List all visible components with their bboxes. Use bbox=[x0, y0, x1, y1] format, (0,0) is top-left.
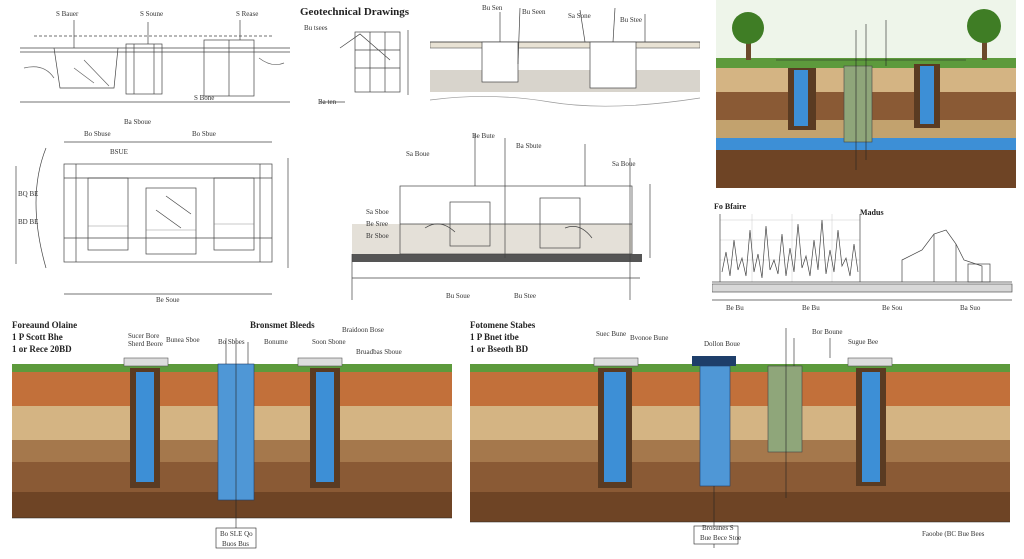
bottom-right-label: Bvonoe Bune bbox=[630, 334, 669, 342]
mid-center-section-lines bbox=[351, 134, 651, 300]
bottom-right-label: Sugue Bee bbox=[848, 338, 879, 346]
mid-center-label: Be Bute bbox=[472, 132, 495, 140]
bottom-left-label: Soon Sbone bbox=[312, 338, 346, 346]
bottom-left-label: Sherd Beore bbox=[128, 340, 163, 348]
bottom-left-footer-label: Buos Bus bbox=[222, 540, 250, 548]
bottom-left-title-line: 1 or Rece 20BD bbox=[12, 344, 72, 354]
mid-left-label: BD BE bbox=[18, 218, 39, 226]
mid-left-label: Be Soue bbox=[156, 296, 180, 304]
mid-center-label: Bu Soue bbox=[446, 292, 470, 300]
mid-center-label: Bu Stee bbox=[514, 292, 536, 300]
bottom-left-subtitle: Bronsmet Bleeds bbox=[250, 320, 315, 330]
mid-center-label: Sa Boue bbox=[612, 160, 636, 168]
bottom-left-label: Bo Sboes bbox=[218, 338, 245, 346]
bottom-right-title-line: 1 P Bnet itbe bbox=[470, 332, 519, 342]
top-middle-label: Ba ten bbox=[318, 98, 337, 106]
chart-label: Be Sou bbox=[882, 304, 903, 312]
top-right-label: Bu Stee bbox=[620, 16, 642, 24]
bottom-right-label: Bor Boune bbox=[812, 328, 843, 336]
mid-center-section-drawing: Be Bute Ba Sbute Sa Boue Sa Boue Sa Sboe… bbox=[330, 128, 680, 308]
top-left-label: S Rease bbox=[236, 10, 259, 18]
top-right-label: Sa Sone bbox=[568, 12, 591, 20]
top-left-label: S Bone bbox=[194, 94, 215, 102]
top-left-label: S Soune bbox=[140, 10, 164, 18]
mid-center-label: Be Sree bbox=[366, 220, 388, 228]
bottom-right-soil-section: Fotomene Stabes 1 P Bnet itbe 1 or Bseot… bbox=[470, 318, 1010, 554]
bottom-left-label: Bruadbas Sboue bbox=[356, 348, 402, 356]
top-left-elevation-lines bbox=[20, 20, 290, 103]
mid-center-label: Sa Boue bbox=[406, 150, 430, 158]
bottom-right-title-line: 1 or Bseoth BD bbox=[470, 344, 529, 354]
bottom-right-label: Dollon Boue bbox=[704, 340, 740, 348]
bottom-left-label: Bunea Sboe bbox=[166, 336, 200, 344]
mid-left-label: BSUE bbox=[110, 148, 128, 156]
chart-right-title: Madus bbox=[860, 208, 884, 217]
top-left-label: S Bauer bbox=[56, 10, 79, 18]
top-right-section-drawing: Bu Sen Bu Seen Sa Sone Bu Stee bbox=[430, 4, 700, 114]
colored-soil-profile-graphic bbox=[716, 0, 1016, 188]
mid-center-label: Sa Sboe bbox=[366, 208, 389, 216]
bottom-left-soil-graphic bbox=[12, 338, 452, 549]
bottom-right-footer-label: Bue Bece Stoe bbox=[700, 534, 742, 542]
bottom-left-label: Sucer Bore bbox=[128, 332, 160, 340]
mid-left-floor-plan-lines bbox=[15, 141, 289, 295]
mid-center-label: Br Sboe bbox=[366, 232, 389, 240]
page-title: Geotechnical Drawings bbox=[300, 6, 410, 18]
top-middle-sketch: Bu tsees Ba ten bbox=[300, 20, 420, 110]
top-right-label: Bu Sen bbox=[482, 4, 503, 12]
bottom-right-soil-graphic bbox=[470, 328, 1010, 548]
chart-label: Be Bu bbox=[726, 304, 744, 312]
bottom-left-label: Braidoon Bose bbox=[342, 326, 384, 334]
bottom-right-footer-label: Faoobe (BC Bue Bees bbox=[922, 530, 985, 538]
top-right-section-lines bbox=[430, 7, 700, 107]
chart-label: Be Bu bbox=[802, 304, 820, 312]
colored-soil-profile bbox=[716, 0, 1016, 188]
mid-left-label: Bo Sbuse bbox=[84, 130, 111, 138]
bottom-left-label: Bonume bbox=[264, 338, 288, 346]
bottom-right-footer-label: Brosunes S bbox=[702, 524, 734, 532]
chart-panel: Fo Bfaire Madus Be Bu Be Bu Be Sou Ba Su… bbox=[712, 200, 1020, 318]
bottom-left-footer-label: Bo SLE Qo bbox=[220, 530, 253, 538]
chart-label: Ba Suo bbox=[960, 304, 981, 312]
bottom-right-label: Suec Bune bbox=[596, 330, 627, 338]
bottom-left-title-line: 1 P Scott Bhe bbox=[12, 332, 63, 342]
bottom-right-title: Fotomene Stabes bbox=[470, 320, 536, 330]
top-left-elevation-drawing: S Bauer S Soune S Rease S Bone bbox=[14, 8, 294, 108]
mid-left-label: Bo Sbue bbox=[192, 130, 216, 138]
chart-panel-graphic bbox=[712, 214, 1013, 301]
mid-left-label: BQ BE bbox=[18, 190, 39, 198]
top-middle-sketch-lines bbox=[320, 30, 409, 103]
chart-left-title: Fo Bfaire bbox=[714, 202, 747, 211]
mid-center-label: Ba Sbute bbox=[516, 142, 542, 150]
bottom-left-soil-section: Foreaund Olaine 1 P Scott Bhe 1 or Rece … bbox=[12, 318, 452, 554]
top-right-label: Bu Seen bbox=[522, 8, 546, 16]
top-middle-label: Bu tsees bbox=[304, 24, 328, 32]
bottom-left-title: Foreaund Olaine bbox=[12, 320, 78, 330]
mid-left-floor-plan: Ba Sboue Bo Sbuse Bo Sbue BSUE BQ BE BD … bbox=[6, 118, 306, 308]
mid-left-label: Ba Sboue bbox=[124, 118, 152, 126]
